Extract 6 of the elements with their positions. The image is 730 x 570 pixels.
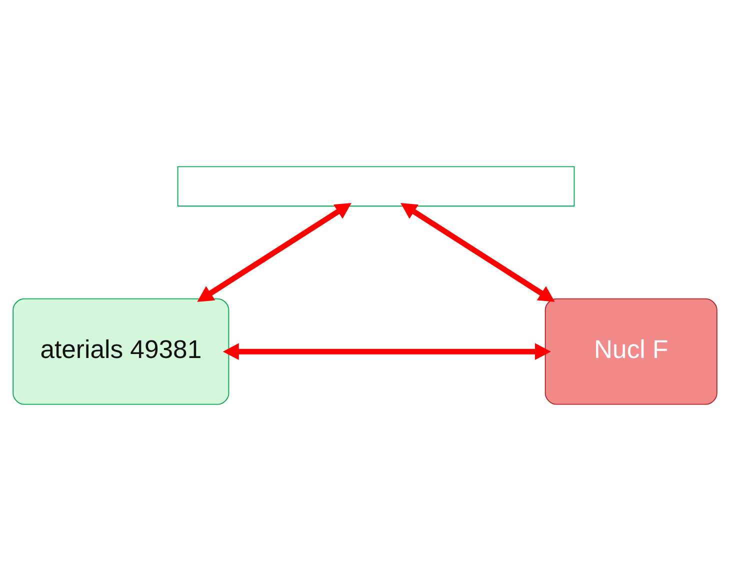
node-box xyxy=(177,166,575,206)
node-box: aterials 49381 xyxy=(12,298,230,404)
arrow xyxy=(400,202,555,302)
arrow xyxy=(197,202,352,302)
arrow xyxy=(222,342,551,360)
node-box: Nucl F xyxy=(544,298,718,404)
